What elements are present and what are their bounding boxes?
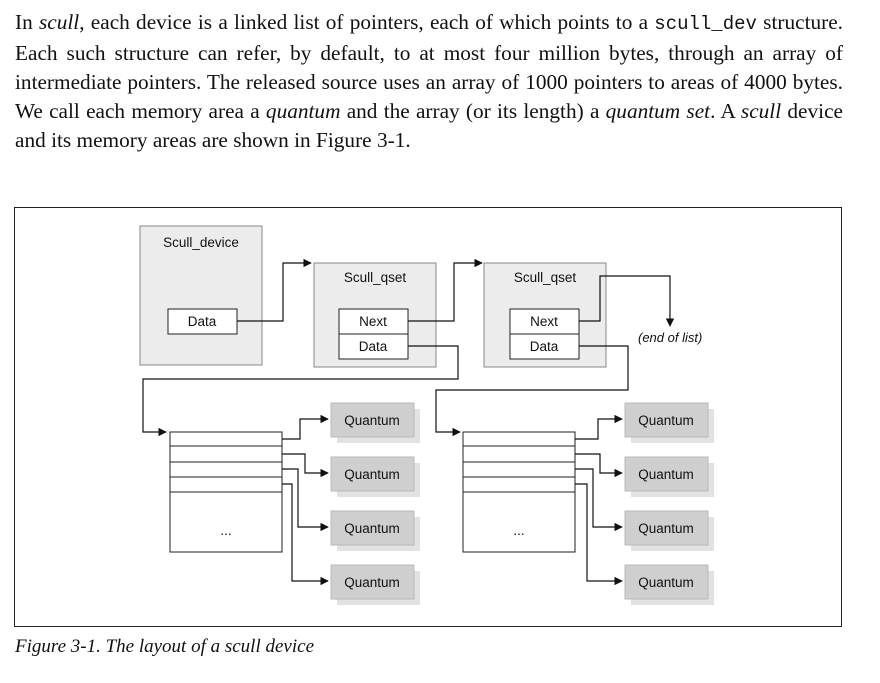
para-text-4: and the array (or its length) a [340, 99, 606, 123]
quantum-box-right-2: Quantum [624, 456, 714, 497]
quantum-label-left-4: Quantum [344, 575, 400, 590]
left-wire-quantum-4 [282, 483, 329, 586]
scull-device-title: Scull_device [163, 235, 239, 250]
scull-qset-1-data-label: Data [359, 339, 388, 354]
scull-qset-2-next-label: Next [530, 314, 558, 329]
para-text-2: , each device is a linked list of pointe… [79, 10, 655, 34]
para-quantum-set: quantum set [605, 99, 711, 123]
para-scull-1: scull [39, 10, 80, 34]
quantum-label-right-4: Quantum [638, 575, 694, 590]
scull-qset-2-data-field [509, 333, 580, 360]
quantum-label-left-2: Quantum [344, 467, 400, 482]
scull-qset-2-node: Scull_qset Next Data [483, 262, 607, 368]
left-pointer-array: ... [169, 431, 283, 553]
right-pointer-array: ... [462, 431, 576, 553]
qset2-to-end-arrow [579, 275, 675, 327]
para-quantum: quantum [265, 99, 341, 123]
qset1-data-to-array-arrow [142, 345, 459, 437]
quantum-label-left-1: Quantum [344, 413, 400, 428]
para-text-3: structure. Each such structure can refer… [15, 10, 843, 123]
right-wire-quantum-4 [575, 483, 623, 586]
end-of-list-label: (end of list) [638, 330, 702, 345]
scull-qset-1-title: Scull_qset [344, 270, 407, 285]
quantum-box-left-4: Quantum [330, 564, 420, 605]
para-text-5: . A [710, 99, 741, 123]
scull-qset-2-title: Scull_qset [514, 270, 577, 285]
quantum-box-left-1: Quantum [330, 402, 420, 443]
right-wire-quantum-1 [575, 414, 623, 440]
scull-device-data-label: Data [188, 314, 217, 329]
quantum-label-right-1: Quantum [638, 413, 694, 428]
left-wire-quantum-2 [282, 453, 329, 478]
quantum-box-left-2: Quantum [330, 456, 420, 497]
quantum-box-right-4: Quantum [624, 564, 714, 605]
device-to-qset1-arrow [237, 258, 312, 322]
body-paragraph: In scull, each device is a linked list o… [15, 8, 843, 155]
scull-device-node: Scull_device Data [139, 225, 263, 366]
right-array-ellipsis: ... [513, 523, 524, 538]
quantum-box-left-3: Quantum [330, 510, 420, 551]
left-array-ellipsis: ... [220, 523, 231, 538]
left-wire-quantum-3 [282, 468, 329, 532]
figure-scull-layout: Scull_device Data Scull_qset Next Data S… [14, 207, 842, 627]
figure-caption: Figure 3-1. The layout of a scull device [15, 636, 314, 657]
para-scull-2: scull [740, 99, 782, 123]
scull-device-panel [139, 225, 263, 366]
scull-qset-1-next-label: Next [359, 314, 387, 329]
quantum-box-right-1: Quantum [624, 402, 714, 443]
left-wire-quantum-1 [282, 414, 329, 440]
figure-diagram: Scull_device Data Scull_qset Next Data S… [139, 225, 714, 605]
quantum-label-left-3: Quantum [344, 521, 400, 536]
scull-qset-1-node: Scull_qset Next Data [313, 262, 437, 368]
para-code-scull-dev: scull_dev [654, 13, 757, 35]
scull-qset-2-data-label: Data [530, 339, 559, 354]
quantum-label-right-2: Quantum [638, 467, 694, 482]
para-text-6: device and its memory areas are shown in… [15, 99, 843, 152]
quantum-label-right-3: Quantum [638, 521, 694, 536]
qset1-to-qset2-arrow [408, 258, 483, 322]
scull-qset-1-next-field [338, 308, 409, 335]
para-text-1: In [15, 10, 39, 34]
quantum-box-right-3: Quantum [624, 510, 714, 551]
right-wire-quantum-3 [575, 468, 623, 532]
scull-device-data-field [167, 308, 238, 335]
right-wire-quantum-2 [575, 453, 623, 478]
qset2-data-to-array-arrow [435, 345, 629, 437]
